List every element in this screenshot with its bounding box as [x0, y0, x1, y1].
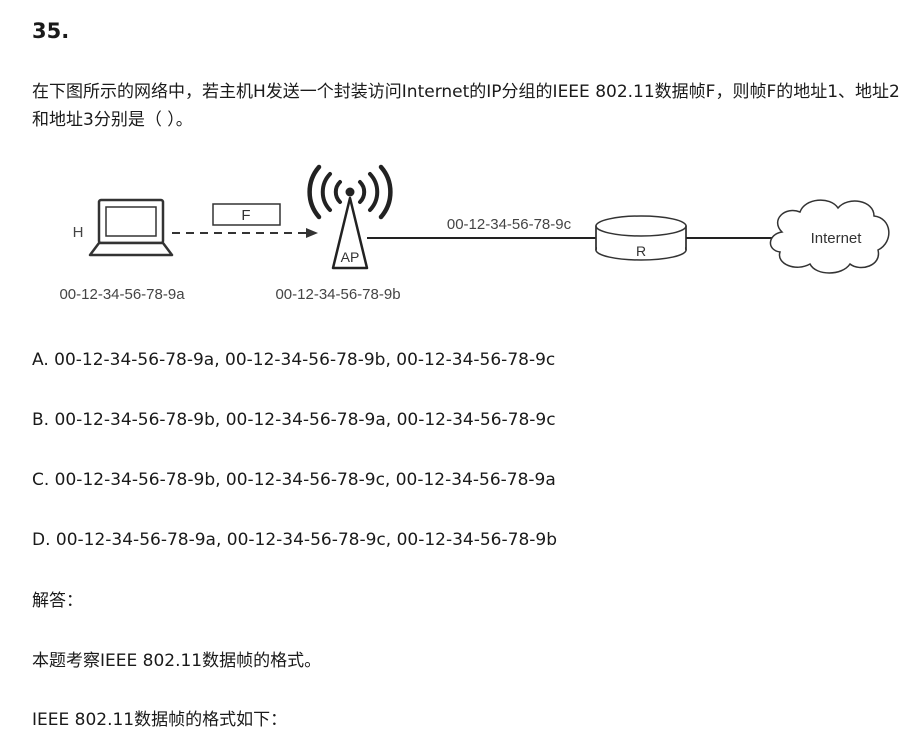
router-mac-label: 00-12-34-56-78-9c [447, 216, 572, 233]
access-point-icon [307, 164, 393, 270]
frame-label: F [241, 207, 250, 224]
host-label: H [73, 224, 84, 241]
network-diagram: H F AP R [0, 160, 924, 310]
option-a: A. 00-12-34-56-78-9a, 00-12-34-56-78-9b,… [32, 350, 556, 370]
router-icon [595, 215, 687, 261]
router-label: R [636, 243, 646, 259]
cloud-label: Internet [811, 230, 863, 247]
ap-label: AP [341, 249, 360, 265]
ap-mac-label: 00-12-34-56-78-9b [275, 286, 400, 303]
option-c: C. 00-12-34-56-78-9b, 00-12-34-56-78-9c,… [32, 470, 556, 490]
frame-box [212, 203, 281, 226]
answer-paragraph-2: IEEE 802.11数据帧的格式如下： [32, 710, 288, 730]
answer-paragraph-1: 本题考察IEEE 802.11数据帧的格式。 [32, 651, 322, 671]
question-stem: 在下图所示的网络中，若主机H发送一个封装访问Internet的IP分组的IEEE… [32, 82, 900, 130]
answer-heading: 解答： [32, 591, 83, 611]
cloud-icon [769, 199, 890, 274]
host-mac-label: 00-12-34-56-78-9a [59, 286, 185, 303]
question-number: 35. [32, 19, 70, 43]
option-b: B. 00-12-34-56-78-9b, 00-12-34-56-78-9a,… [32, 410, 556, 430]
laptop-icon [88, 198, 174, 257]
option-d: D. 00-12-34-56-78-9a, 00-12-34-56-78-9c,… [32, 530, 558, 550]
arrow-head [306, 228, 318, 238]
